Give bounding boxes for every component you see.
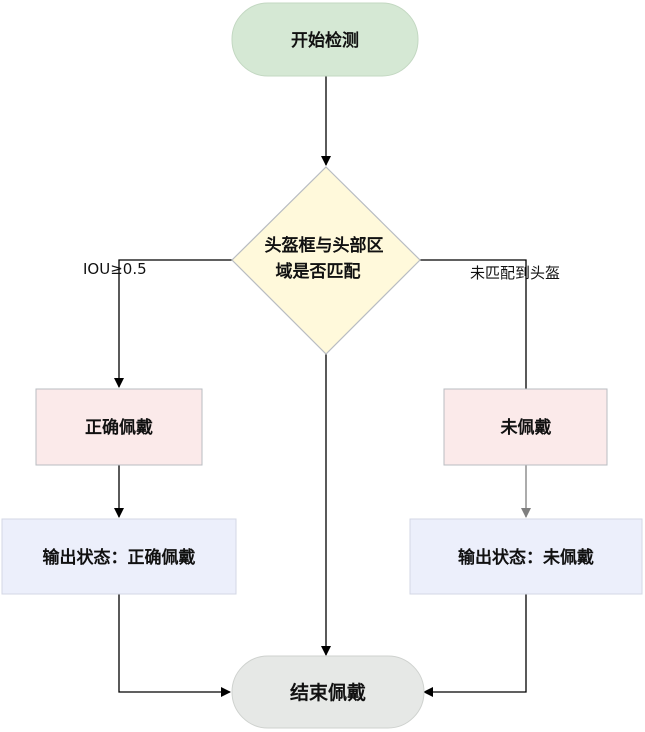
end-node-label: 结束佩戴 — [290, 681, 366, 704]
decision-node-label-line1: 头盔框与头部区 — [265, 235, 384, 256]
edge-decision-to-worn-correct — [114, 259, 232, 388]
output-not-worn-node-shape — [409, 518, 643, 595]
end-node: 结束佩戴 — [231, 655, 425, 729]
decision-node-label-line2: 域是否匹配 — [276, 261, 361, 282]
output-correct-node-shape — [1, 518, 237, 595]
edge-decision-to-not-worn — [420, 259, 527, 390]
end-node-shape — [231, 655, 425, 729]
not-worn-node-label: 未佩戴 — [500, 417, 552, 438]
not-worn-node-shape — [443, 388, 608, 466]
output-not-worn-node: 输出状态：未佩戴 — [409, 518, 643, 595]
worn-correct-node-label: 正确佩戴 — [85, 417, 153, 438]
decision-node-shape — [231, 166, 421, 355]
not-worn-node: 未佩戴 — [443, 388, 608, 466]
output-correct-node: 输出状态：正确佩戴 — [1, 518, 237, 595]
start-node-label: 开始检测 — [291, 30, 359, 51]
worn-correct-node: 正确佩戴 — [35, 388, 203, 466]
edge-label-iou: IOU≥0.5 — [83, 260, 147, 278]
output-correct-node-label: 输出状态：正确佩戴 — [43, 547, 196, 568]
start-node: 开始检测 — [231, 2, 419, 77]
output-not-worn-node-label: 输出状态：未佩戴 — [458, 547, 594, 568]
edge-output-correct-to-end — [118, 594, 231, 697]
edge-label-no-helmet: 未匹配到头盔 — [470, 264, 560, 282]
decision-node: 头盔框与头部区 域是否匹配 — [231, 166, 421, 355]
edge-output-not-worn-to-end — [423, 594, 527, 697]
worn-correct-node-shape — [35, 388, 203, 466]
start-node-shape — [231, 2, 419, 77]
